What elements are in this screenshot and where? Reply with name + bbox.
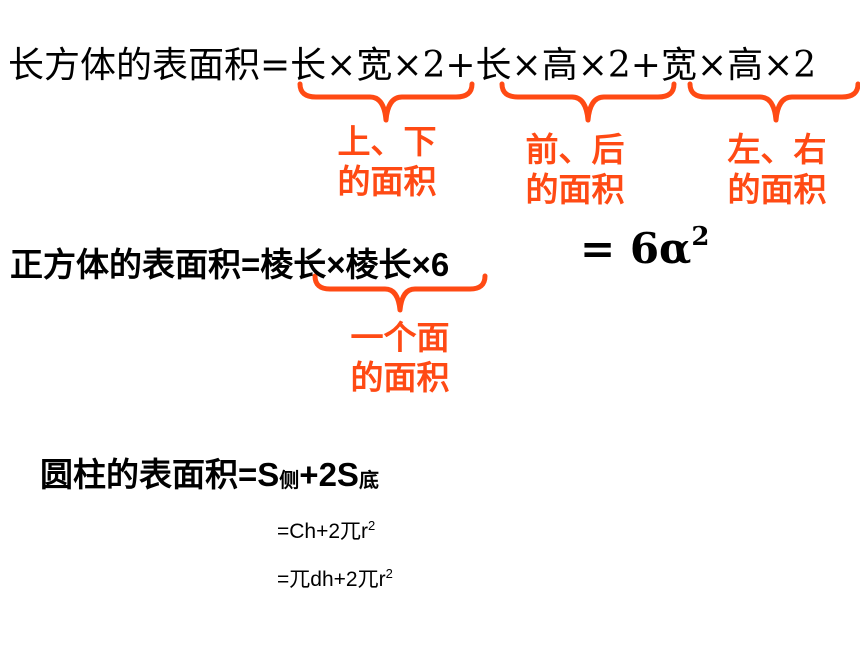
cylinder-plus-two: +2S — [299, 456, 359, 493]
cube-alt-variable: α — [659, 224, 692, 273]
expr2-text: =兀dh+2兀r — [277, 568, 386, 591]
brace-left-right — [687, 81, 860, 123]
label-top-bottom: 上、下 的面积 — [322, 122, 452, 202]
cube-alt-formula: = 6α2 — [580, 222, 709, 273]
cube-formula: 正方体的表面积=棱长×棱长×6 — [10, 246, 450, 283]
label-one-face-line1: 一个面 — [350, 318, 450, 357]
label-left-right-line1: 左、右 — [727, 130, 827, 169]
brace-top-bottom — [297, 81, 475, 123]
label-front-back-line2: 的面积 — [525, 170, 625, 209]
cube-alt-prefix: = 6 — [580, 224, 660, 273]
label-one-face-line2: 的面积 — [350, 358, 450, 397]
cylinder-sub-base: 底 — [358, 470, 379, 492]
label-top-bottom-line1: 上、下 — [337, 122, 437, 161]
expr1-sup: 2 — [368, 518, 376, 533]
cylinder-expr-circumference: =Ch+2兀r2 — [277, 515, 375, 545]
brace-one-face — [312, 273, 488, 313]
label-left-right: 左、右 的面积 — [712, 130, 842, 210]
label-front-back-line1: 前、后 — [525, 130, 625, 169]
label-left-right-line2: 的面积 — [727, 170, 827, 209]
label-front-back: 前、后 的面积 — [510, 130, 640, 210]
expr2-sup: 2 — [385, 566, 393, 581]
brace-front-back — [499, 81, 677, 123]
cuboid-formula: 长方体的表面积=长×宽×2+长×高×2+宽×高×2 — [8, 45, 817, 86]
label-one-face: 一个面 的面积 — [335, 318, 465, 398]
cube-alt-exponent: 2 — [691, 222, 710, 252]
cylinder-expr-diameter: =兀dh+2兀r2 — [277, 563, 393, 593]
cylinder-formula: 圆柱的表面积=S侧+2S底 — [40, 448, 379, 496]
cylinder-prefix: 圆柱的表面积=S — [40, 456, 280, 493]
cylinder-sub-side: 侧 — [279, 470, 300, 492]
expr1-text: =Ch+2兀r — [277, 520, 369, 543]
label-top-bottom-line2: 的面积 — [337, 162, 437, 201]
